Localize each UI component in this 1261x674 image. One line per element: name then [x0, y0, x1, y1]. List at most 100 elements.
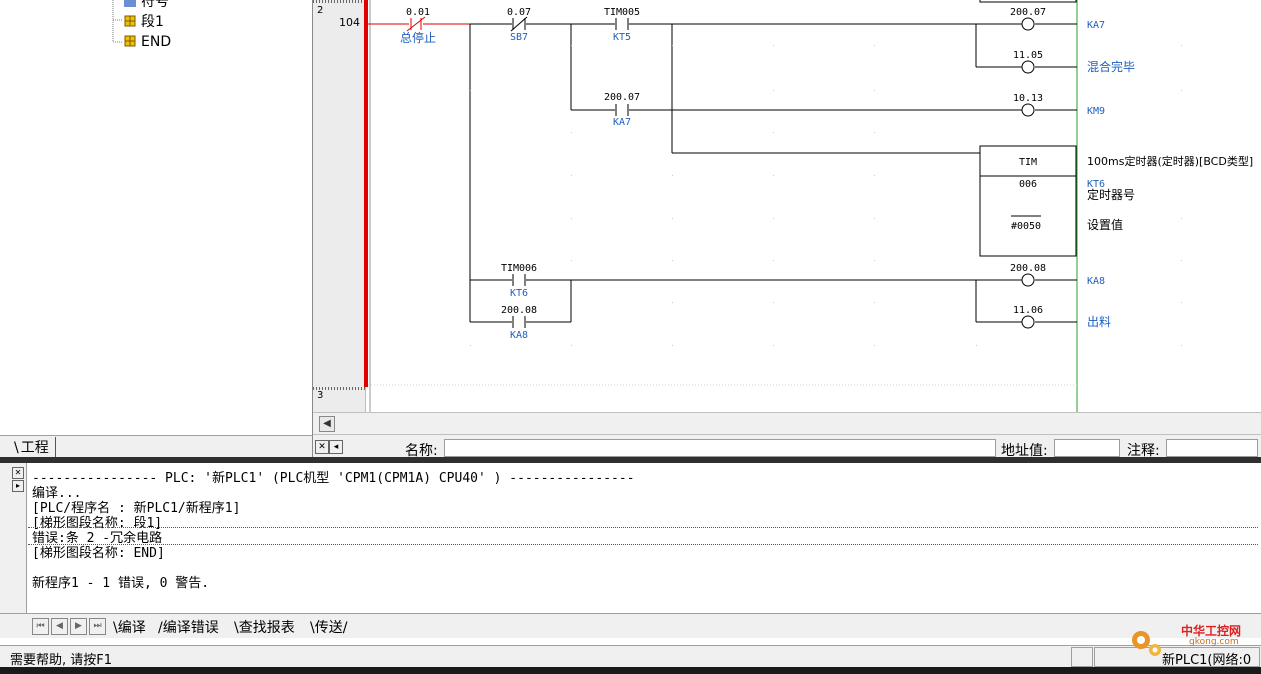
bottom-edge: [0, 667, 1261, 674]
tree-item-label: END: [141, 34, 172, 50]
tab-compile[interactable]: \编译: [113, 620, 146, 636]
contact-no-tim005[interactable]: [615, 18, 629, 30]
coil-200-07[interactable]: [1021, 17, 1035, 31]
divider: [0, 457, 1261, 463]
name-label: 名称:: [405, 443, 438, 459]
left-power-rail: [364, 0, 368, 387]
ladder-editor[interactable]: [313, 0, 1261, 412]
output-line-error[interactable]: 错误:条 2 -冗余电路: [32, 531, 163, 546]
coil-address: 11.05: [1013, 50, 1043, 61]
pin-icon[interactable]: ▸: [12, 480, 24, 492]
contact-comment: KT5: [613, 32, 631, 43]
rung-step: 104: [339, 16, 360, 29]
info-bar: ✕ ◂ 名称: 地址值: 注释:: [313, 434, 1261, 459]
coil-11-06[interactable]: [1021, 315, 1035, 329]
status-plc: 新PLC1(网络:0: [1162, 653, 1252, 668]
contact-no-200-08[interactable]: [512, 316, 526, 328]
tree-lines: [112, 0, 122, 43]
contact-comment: KT6: [510, 288, 528, 299]
coil-address: 200.07: [1010, 7, 1046, 18]
timer-number-comment: 定时器号: [1087, 187, 1135, 202]
status-help-text: 需要帮助, 请按F1: [10, 653, 113, 668]
name-field[interactable]: [444, 439, 996, 457]
output-line: 编译...: [32, 486, 82, 501]
ladder-section-icon: [124, 15, 136, 27]
coil-address: 11.06: [1013, 305, 1043, 316]
contact-address: 200.08: [501, 305, 537, 316]
contact-address: TIM005: [604, 7, 640, 18]
ladder-diagram: 0.01 总停止 0.07 SB7 TIM005 KT5 200.07 KA7 …: [364, 0, 1253, 412]
contact-comment: SB7: [510, 32, 528, 43]
timer-title: TIM: [1019, 157, 1037, 168]
coil-comment: KA7: [1087, 20, 1105, 31]
contact-comment: KA8: [510, 330, 528, 341]
status-bar: 需要帮助, 请按F1 新PLC1(网络:0: [0, 645, 1261, 668]
watermark-text: 中华工控网: [1181, 624, 1242, 638]
rung-number-column: 2 104 3: [313, 0, 366, 412]
output-tab-bar: ⏮ ◀ ▶ ⏭ \编译 /编译错误 \查找报表 \传送/: [0, 613, 1261, 638]
coil-10-13[interactable]: [1021, 103, 1035, 117]
close-icon[interactable]: ✕: [315, 440, 329, 454]
contact-address: 200.07: [604, 92, 640, 103]
timer-setvalue: #0050: [1011, 221, 1041, 232]
timer-set-comment: 设置值: [1087, 217, 1123, 232]
address-field[interactable]: [1054, 439, 1120, 457]
output-summary: 新程序1 - 1 错误, 0 警告.: [32, 576, 210, 591]
grid-dots: [470, 45, 1182, 346]
timer-description: 100ms定时器(定时器)[BCD类型]: [1087, 154, 1253, 168]
tab-transfer[interactable]: \传送/: [310, 620, 348, 636]
contact-nc-0-01[interactable]: [406, 16, 426, 32]
tree-item-end[interactable]: END: [124, 34, 171, 50]
address-label: 地址值:: [1001, 443, 1048, 459]
coil-11-05[interactable]: [1021, 60, 1035, 74]
contact-address: 0.07: [507, 7, 531, 18]
rung-number: 3: [317, 390, 324, 401]
coil-200-08[interactable]: [1021, 273, 1035, 287]
tree-item-symbols[interactable]: 符号: [124, 0, 169, 11]
timer-block[interactable]: [979, 145, 1077, 257]
contact-no-0-07[interactable]: [510, 16, 528, 32]
selected-error-line[interactable]: [28, 527, 1258, 545]
symbol-table-icon: [124, 0, 136, 7]
scroll-left-icon[interactable]: ◀: [319, 416, 335, 432]
coil-comment: 混合完毕: [1087, 59, 1135, 74]
coil-comment: KM9: [1087, 106, 1105, 117]
tab-project[interactable]: \工程: [10, 437, 56, 457]
contact-comment: 总停止: [400, 30, 436, 45]
contact-comment: KA7: [613, 117, 631, 128]
comment-label: 注释:: [1127, 443, 1160, 459]
first-tab-icon[interactable]: ⏮: [32, 618, 49, 635]
tree-item-label: 段1: [141, 14, 164, 30]
watermark-url: gkong.com: [1189, 637, 1239, 647]
output-line: [梯形图段名称: END]: [32, 546, 165, 561]
coil-address: 200.08: [1010, 263, 1046, 274]
prev-tab-icon[interactable]: ◀: [51, 618, 68, 635]
output-line: [PLC/程序名 : 新PLC1/新程序1]: [32, 501, 241, 516]
contact-no-200-07[interactable]: [615, 104, 629, 116]
last-tab-icon[interactable]: ⏭: [89, 618, 106, 635]
arrow-left-icon[interactable]: ◂: [329, 440, 343, 454]
timer-number: 006: [1019, 179, 1037, 190]
timer-name: KT6: [1087, 179, 1105, 190]
comment-field[interactable]: [1166, 439, 1258, 457]
contact-address: 0.01: [406, 7, 430, 18]
output-line: ---------------- PLC: '新PLC1' (PLC机型 'CP…: [32, 471, 635, 486]
coil-comment: KA8: [1087, 276, 1105, 287]
tree-item-section1[interactable]: 段1: [124, 11, 164, 31]
tab-find-report[interactable]: \查找报表: [234, 620, 295, 636]
close-icon[interactable]: ✕: [12, 467, 24, 479]
project-tree: 符号 段1 END: [0, 0, 312, 435]
project-tab-bar: \工程: [0, 435, 312, 458]
watermark-logo: 中华工控网 gkong.com: [1125, 620, 1255, 664]
ladder-section-icon: [124, 35, 136, 47]
output-window: ✕ ▸ ---------------- PLC: '新PLC1' (PLC机型…: [0, 463, 1261, 613]
splitter[interactable]: [312, 0, 313, 458]
next-tab-icon[interactable]: ▶: [70, 618, 87, 635]
gear-icon: [1132, 631, 1161, 656]
tab-compile-errors[interactable]: /编译错误: [158, 620, 219, 636]
contact-no-tim006[interactable]: [512, 274, 526, 286]
ladder-scrollbar[interactable]: ◀: [313, 412, 1261, 435]
coil-comment: 出料: [1087, 315, 1111, 329]
coil-address: 10.13: [1013, 93, 1043, 104]
rung-number: 2: [317, 5, 324, 16]
